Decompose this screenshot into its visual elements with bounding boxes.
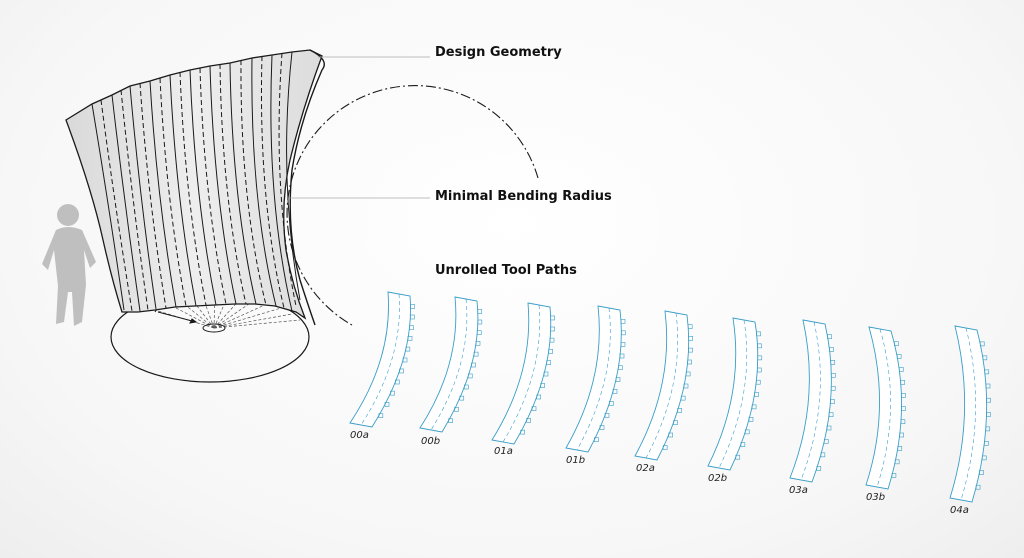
center-ellipse: [202, 323, 226, 333]
tool-path-strip-02a: [634, 310, 693, 461]
strip-label-02a: 02a: [636, 463, 655, 474]
tool-path-strip-04a: [949, 325, 991, 503]
tool-path-strip-02b: [707, 317, 763, 471]
tool-path-strips: [349, 291, 991, 503]
design-geometry-surface: [65, 49, 325, 326]
label-minimal-bending-radius: Minimal Bending Radius: [435, 189, 612, 204]
tool-path-strip-01b: [565, 305, 626, 453]
tool-path-strip-03a: [789, 319, 836, 483]
strip-label-04a: 04a: [950, 505, 969, 516]
human-silhouette: [42, 204, 96, 326]
strip-label-01b: 01b: [566, 455, 586, 466]
tool-path-strip-00b: [419, 296, 483, 433]
tool-path-strip-03b: [865, 326, 906, 490]
bending-radius-arc: [286, 85, 539, 326]
strip-label-01a: 01a: [494, 446, 513, 457]
strip-label-00b: 00b: [421, 436, 441, 447]
label-unrolled-tool-paths: Unrolled Tool Paths: [435, 263, 577, 278]
strip-label-00a: 00a: [350, 430, 369, 441]
strip-label-02b: 02b: [708, 473, 728, 484]
tool-path-strip-01a: [491, 302, 555, 445]
strip-label-03a: 03a: [789, 485, 808, 496]
label-design-geometry: Design Geometry: [435, 45, 562, 60]
tool-path-strip-00a: [349, 291, 415, 428]
strip-label-03b: 03b: [866, 492, 886, 503]
